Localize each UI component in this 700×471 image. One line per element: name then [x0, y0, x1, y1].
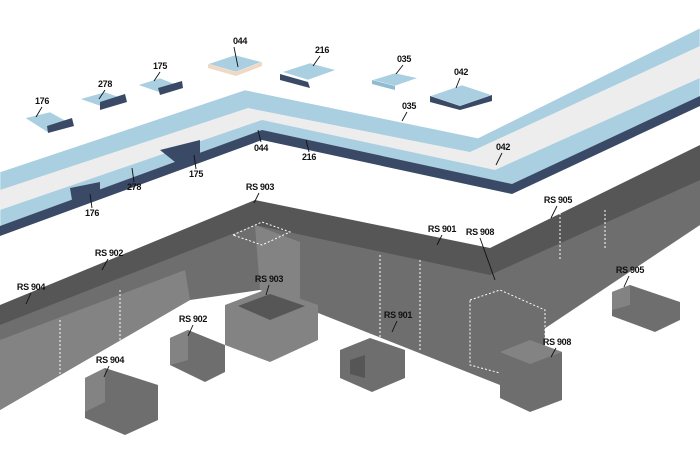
block-outline: [469, 289, 546, 386]
label-042: 042: [496, 142, 510, 152]
leader-line: [391, 320, 398, 333]
leader-line: [495, 152, 503, 166]
leader-line: [103, 365, 110, 378]
leader-line: [101, 258, 109, 271]
coping-piece-042: [429, 84, 493, 110]
label-176: 176: [35, 96, 49, 106]
loose-coping-pieces: [24, 54, 493, 133]
label-044: 044: [233, 36, 247, 46]
leader-line: [436, 234, 443, 246]
wall-blocks: [0, 180, 700, 410]
label-175: 175: [189, 169, 203, 179]
block-rs-908: [500, 340, 562, 412]
label-rs-904: RS 904: [96, 355, 125, 365]
block-piece-labels: RS 903 RS 902 RS 901 RS 904 RS 908 RS 90…: [96, 265, 645, 378]
leader-line: [265, 284, 270, 296]
label-rs-902: RS 902: [179, 314, 208, 324]
block-rs-904: [85, 368, 158, 435]
coping-assembly-labels: 035 044 216 175 278 176 042: [85, 101, 511, 218]
block-rs-901: [340, 338, 405, 392]
leader-line: [550, 205, 558, 219]
block-rs-902: [170, 330, 225, 382]
paving-strip: [0, 46, 700, 210]
label-rs-901: RS 901: [384, 310, 413, 320]
coping-piece-044: [206, 54, 263, 76]
leader-line: [257, 129, 262, 143]
coping-step-176: [70, 182, 100, 200]
block-rs-903: [225, 288, 318, 362]
label-176: 176: [85, 208, 99, 218]
label-rs-902: RS 902: [95, 248, 124, 258]
coping-piece-216: [280, 62, 338, 88]
leader-line: [479, 237, 496, 281]
wall-corner-face: [255, 225, 300, 300]
block-outline: [231, 221, 292, 246]
loose-blocks: [85, 285, 680, 435]
leader-line: [305, 139, 310, 153]
label-rs-908: RS 908: [543, 337, 572, 347]
label-rs-901: RS 901: [428, 224, 457, 234]
label-044: 044: [254, 143, 268, 153]
coping-piece-035: [370, 72, 420, 90]
leader-line: [193, 154, 197, 170]
leader-line: [550, 347, 557, 358]
leader-line: [312, 55, 321, 67]
coping-bullnose-edge: [0, 96, 700, 236]
label-rs-903: RS 903: [255, 274, 284, 284]
leader-line: [455, 77, 461, 89]
leader-line: [25, 292, 32, 305]
leader-line: [131, 167, 135, 183]
leader-line: [98, 89, 106, 100]
leader-line: [401, 111, 408, 122]
coping-piece-176: [24, 111, 74, 133]
label-042: 042: [454, 67, 468, 77]
leader-line: [35, 106, 43, 118]
label-rs-905: RS 905: [616, 265, 645, 275]
label-278: 278: [98, 79, 112, 89]
coping-piece-278: [79, 91, 127, 110]
coping-step-175: [160, 140, 200, 162]
label-278: 278: [127, 182, 141, 192]
coping-assembly: [0, 27, 700, 236]
leader-line: [623, 275, 630, 288]
leader-line: [233, 46, 239, 68]
label-035: 035: [397, 54, 411, 64]
leader-line: [187, 324, 194, 337]
leader-line: [89, 193, 93, 209]
coping-piece-175: [137, 77, 183, 95]
label-035: 035: [402, 101, 416, 111]
leader-line: [395, 64, 404, 75]
label-175: 175: [153, 61, 167, 71]
leader-line: [253, 192, 260, 204]
label-rs-908: RS 908: [466, 227, 495, 237]
label-rs-903: RS 903: [246, 182, 275, 192]
label-rs-904: RS 904: [17, 282, 46, 292]
label-216: 216: [315, 45, 329, 55]
wall-assembly-labels: RS 903 RS 901 RS 908 RS 905 RS 902 RS 90…: [17, 182, 573, 305]
coping-piece-labels: 176 278 175 044 216 035 042: [35, 36, 469, 118]
label-216: 216: [302, 152, 316, 162]
wall-back-face: [0, 145, 700, 330]
wall-assembly: [0, 145, 700, 410]
wall-front-face-left: [0, 270, 190, 410]
leader-line: [153, 71, 161, 82]
label-rs-905: RS 905: [544, 195, 573, 205]
block-rs-905: [612, 285, 680, 332]
